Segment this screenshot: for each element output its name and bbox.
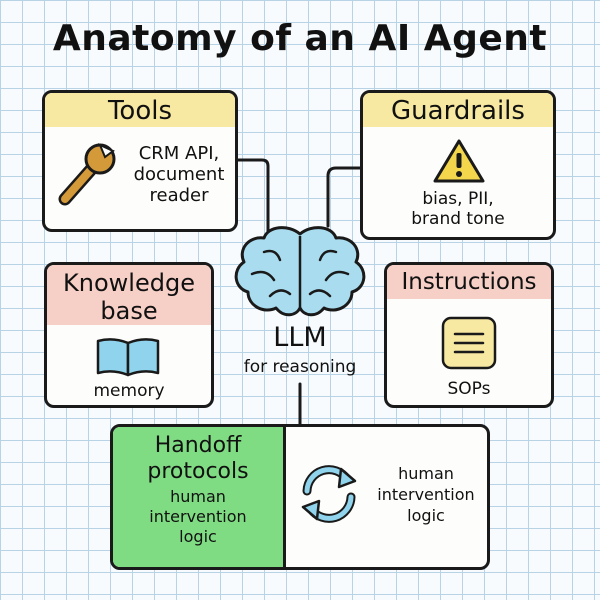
llm-sublabel: for reasoning (243, 357, 357, 377)
knowledge-caption: memory (93, 381, 165, 401)
handoff-left-panel: Handoff protocols human intervention log… (113, 427, 286, 567)
llm-label: LLM (273, 322, 327, 353)
tools-heading: Tools (45, 93, 235, 127)
page-title: Anatomy of an AI Agent (52, 18, 548, 59)
handoff-right-line-1: human (398, 464, 454, 483)
guardrails-line-1: bias, PII, (422, 189, 494, 209)
document-icon (440, 315, 498, 375)
handoff-left-line-2: intervention (149, 507, 247, 526)
connector-tools-brain (234, 158, 270, 234)
handoff-right-line-3: logic (407, 506, 445, 525)
guardrails-card: Guardrails bias, PII, brand tone (360, 90, 556, 240)
guardrails-line-2: brand tone (411, 209, 505, 229)
guardrails-description: bias, PII, brand tone (363, 189, 553, 229)
sync-arrows-icon (297, 463, 361, 529)
tools-line-2: document (133, 164, 225, 185)
handoff-left-line-1: human (170, 487, 226, 506)
handoff-left-description: human intervention logic (113, 485, 283, 547)
knowledge-heading: Knowledge base (47, 265, 211, 325)
warning-icon (431, 137, 487, 189)
brain-icon (230, 222, 370, 326)
handoff-left-line-3: logic (179, 527, 217, 546)
handoff-right-line-2: intervention (377, 485, 475, 504)
tools-line-1: CRM API, (138, 143, 220, 164)
guardrails-heading: Guardrails (363, 93, 553, 127)
knowledge-heading-line-2: base (100, 297, 158, 325)
tools-line-3: reader (149, 185, 209, 206)
handoff-card: Handoff protocols human intervention log… (110, 424, 490, 570)
book-icon (95, 337, 161, 381)
handoff-heading: Handoff protocols (113, 427, 283, 485)
instructions-heading: Instructions (387, 265, 551, 299)
instructions-caption: SOPs (447, 379, 491, 399)
tools-description: CRM API, document reader (123, 143, 235, 206)
tools-card: Tools CRM API, document reader (42, 90, 238, 232)
instructions-card: Instructions SOPs (384, 262, 554, 408)
handoff-heading-line-2: protocols (147, 459, 249, 484)
wrench-icon (55, 141, 117, 211)
handoff-heading-line-1: Handoff (154, 433, 242, 458)
handoff-right-description: human intervention logic (363, 463, 487, 526)
knowledge-heading-line-1: Knowledge (63, 269, 195, 297)
connector-guardrails-brain (326, 166, 364, 228)
knowledge-base-card: Knowledge base memory (44, 262, 214, 408)
